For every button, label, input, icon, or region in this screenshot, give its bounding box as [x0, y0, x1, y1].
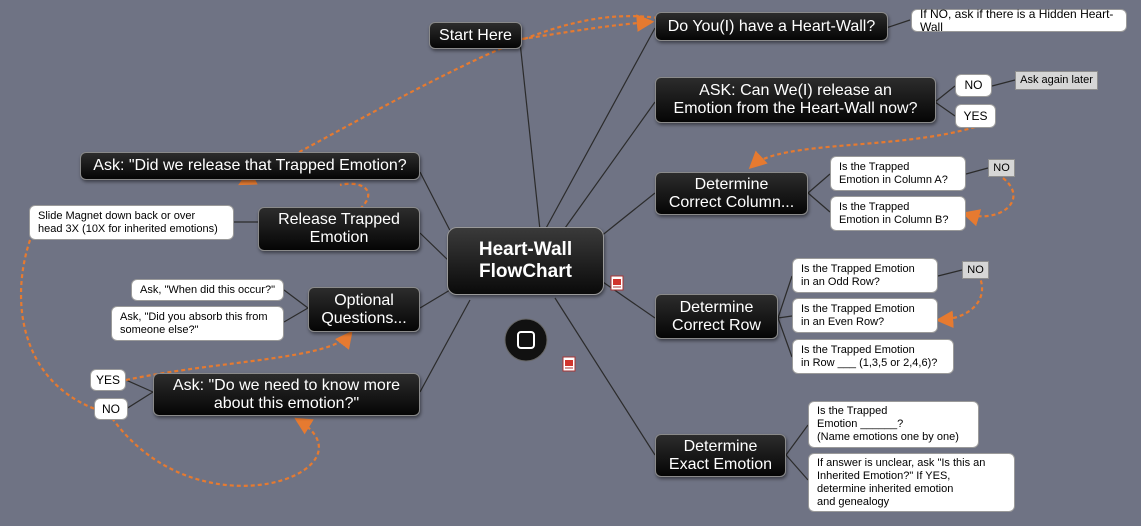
more-yes-note[interactable]: YES [90, 369, 126, 391]
hidden-heart-wall-note[interactable]: If NO, ask if there is a Hidden Heart-Wa… [911, 7, 1127, 33]
slide-magnet-note[interactable]: Slide Magnet down back or over head 3X (… [29, 205, 234, 240]
determine-row-node[interactable]: Determine Correct Row [655, 294, 778, 339]
release-trapped-node[interactable]: Release Trapped Emotion [258, 207, 420, 251]
column-a-note[interactable]: Is the Trapped Emotion in Column A? [830, 156, 966, 191]
row-no-tag[interactable]: NO [962, 261, 989, 279]
odd-row-note[interactable]: Is the Trapped Emotion in an Odd Row? [792, 258, 938, 293]
determine-emotion-node[interactable]: Determine Exact Emotion [655, 434, 786, 477]
need-to-know-more-node[interactable]: Ask: "Do we need to know more about this… [153, 373, 420, 416]
when-occur-note[interactable]: Ask, "When did this occur?" [131, 279, 284, 301]
determine-column-node[interactable]: Determine Correct Column... [655, 172, 808, 215]
mindmap-note-icon[interactable] [609, 275, 625, 291]
more-no-note[interactable]: NO [94, 398, 128, 420]
start-here-node[interactable]: Start Here [429, 22, 522, 49]
central-topic[interactable]: Heart-Wall FlowChart [447, 227, 604, 295]
release-no-note[interactable]: NO [955, 74, 992, 97]
release-yes-note[interactable]: YES [955, 104, 996, 128]
mindmap-note-icon[interactable] [561, 356, 577, 372]
row-number-note[interactable]: Is the Trapped Emotion in Row ___ (1,3,5… [792, 339, 954, 374]
rounded-square-topic-icon[interactable] [504, 318, 548, 362]
heart-wall-question-node[interactable]: Do You(I) have a Heart-Wall? [655, 12, 888, 41]
ask-again-later-tag[interactable]: Ask again later [1015, 71, 1098, 90]
absorb-note[interactable]: Ask, "Did you absorb this from someone e… [111, 306, 284, 341]
inherited-emotion-note[interactable]: If answer is unclear, ask "Is this an In… [808, 453, 1015, 512]
exact-emotion-note[interactable]: Is the Trapped Emotion ______? (Name emo… [808, 401, 979, 448]
optional-questions-node[interactable]: Optional Questions... [308, 287, 420, 332]
column-b-note[interactable]: Is the Trapped Emotion in Column B? [830, 196, 966, 231]
even-row-note[interactable]: Is the Trapped Emotion in an Even Row? [792, 298, 938, 333]
release-question-node[interactable]: ASK: Can We(I) release an Emotion from t… [655, 77, 936, 123]
column-no-tag[interactable]: NO [988, 159, 1015, 177]
ask-released-node[interactable]: Ask: "Did we release that Trapped Emotio… [80, 152, 420, 180]
